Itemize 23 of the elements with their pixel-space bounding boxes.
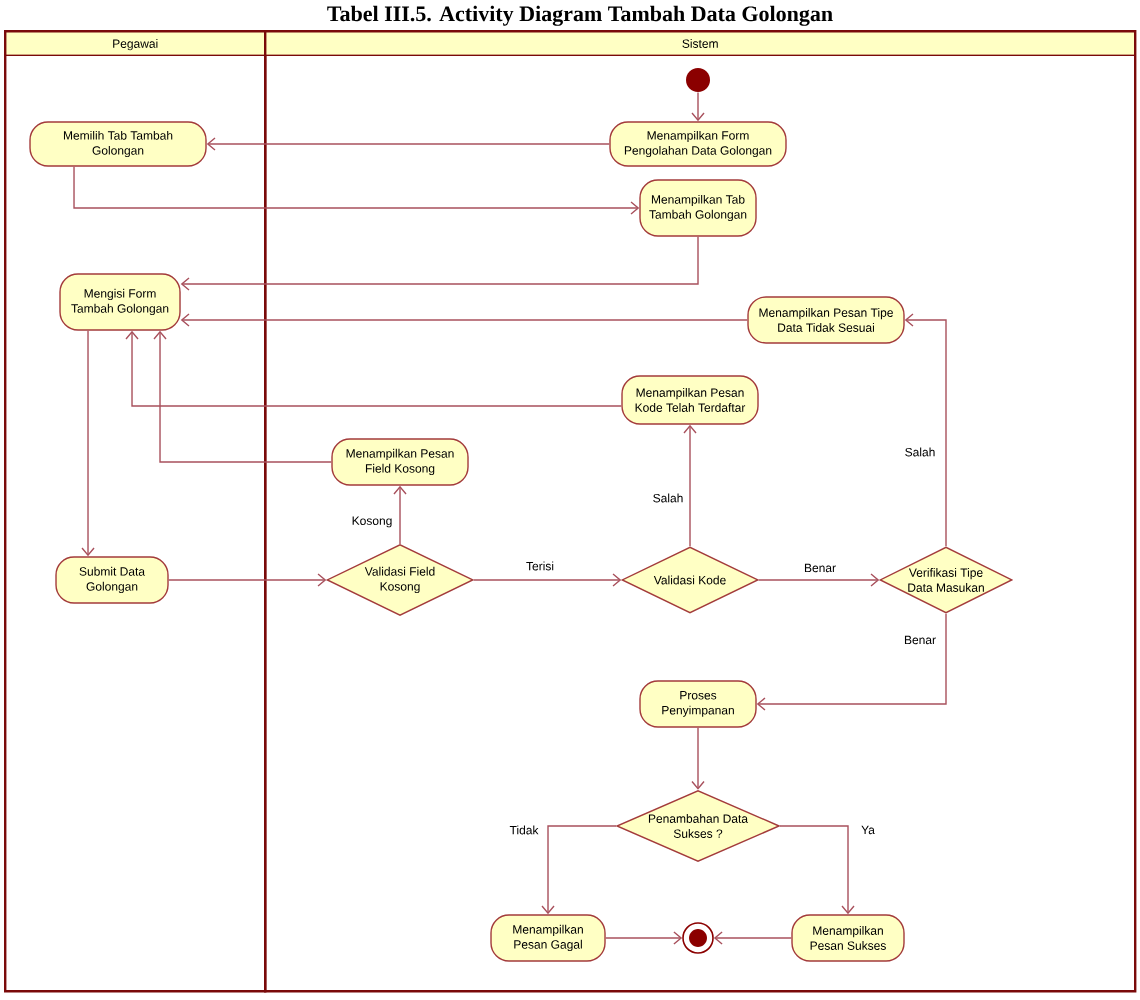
arrow [180,313,748,327]
arrow [683,424,697,547]
arrow [393,485,407,545]
arrow [206,137,610,151]
arrow [691,726,705,790]
arrow [758,573,880,587]
arrow [904,313,947,547]
arrow [779,825,855,915]
arrow [691,91,705,122]
arrow [605,931,683,945]
title: Tabel III.5. Activity Diagram Tambah Data Golongan [327,5,833,26]
arrow [125,330,622,407]
arrow [756,613,947,711]
arrow [153,330,332,463]
start-dot [686,68,710,92]
arrow [713,931,792,945]
arrow [473,573,622,587]
arrow [81,330,95,557]
arrow [541,825,617,915]
end-node [682,922,714,954]
arrow [73,166,640,215]
arrow [180,236,699,291]
arrow [168,573,327,587]
